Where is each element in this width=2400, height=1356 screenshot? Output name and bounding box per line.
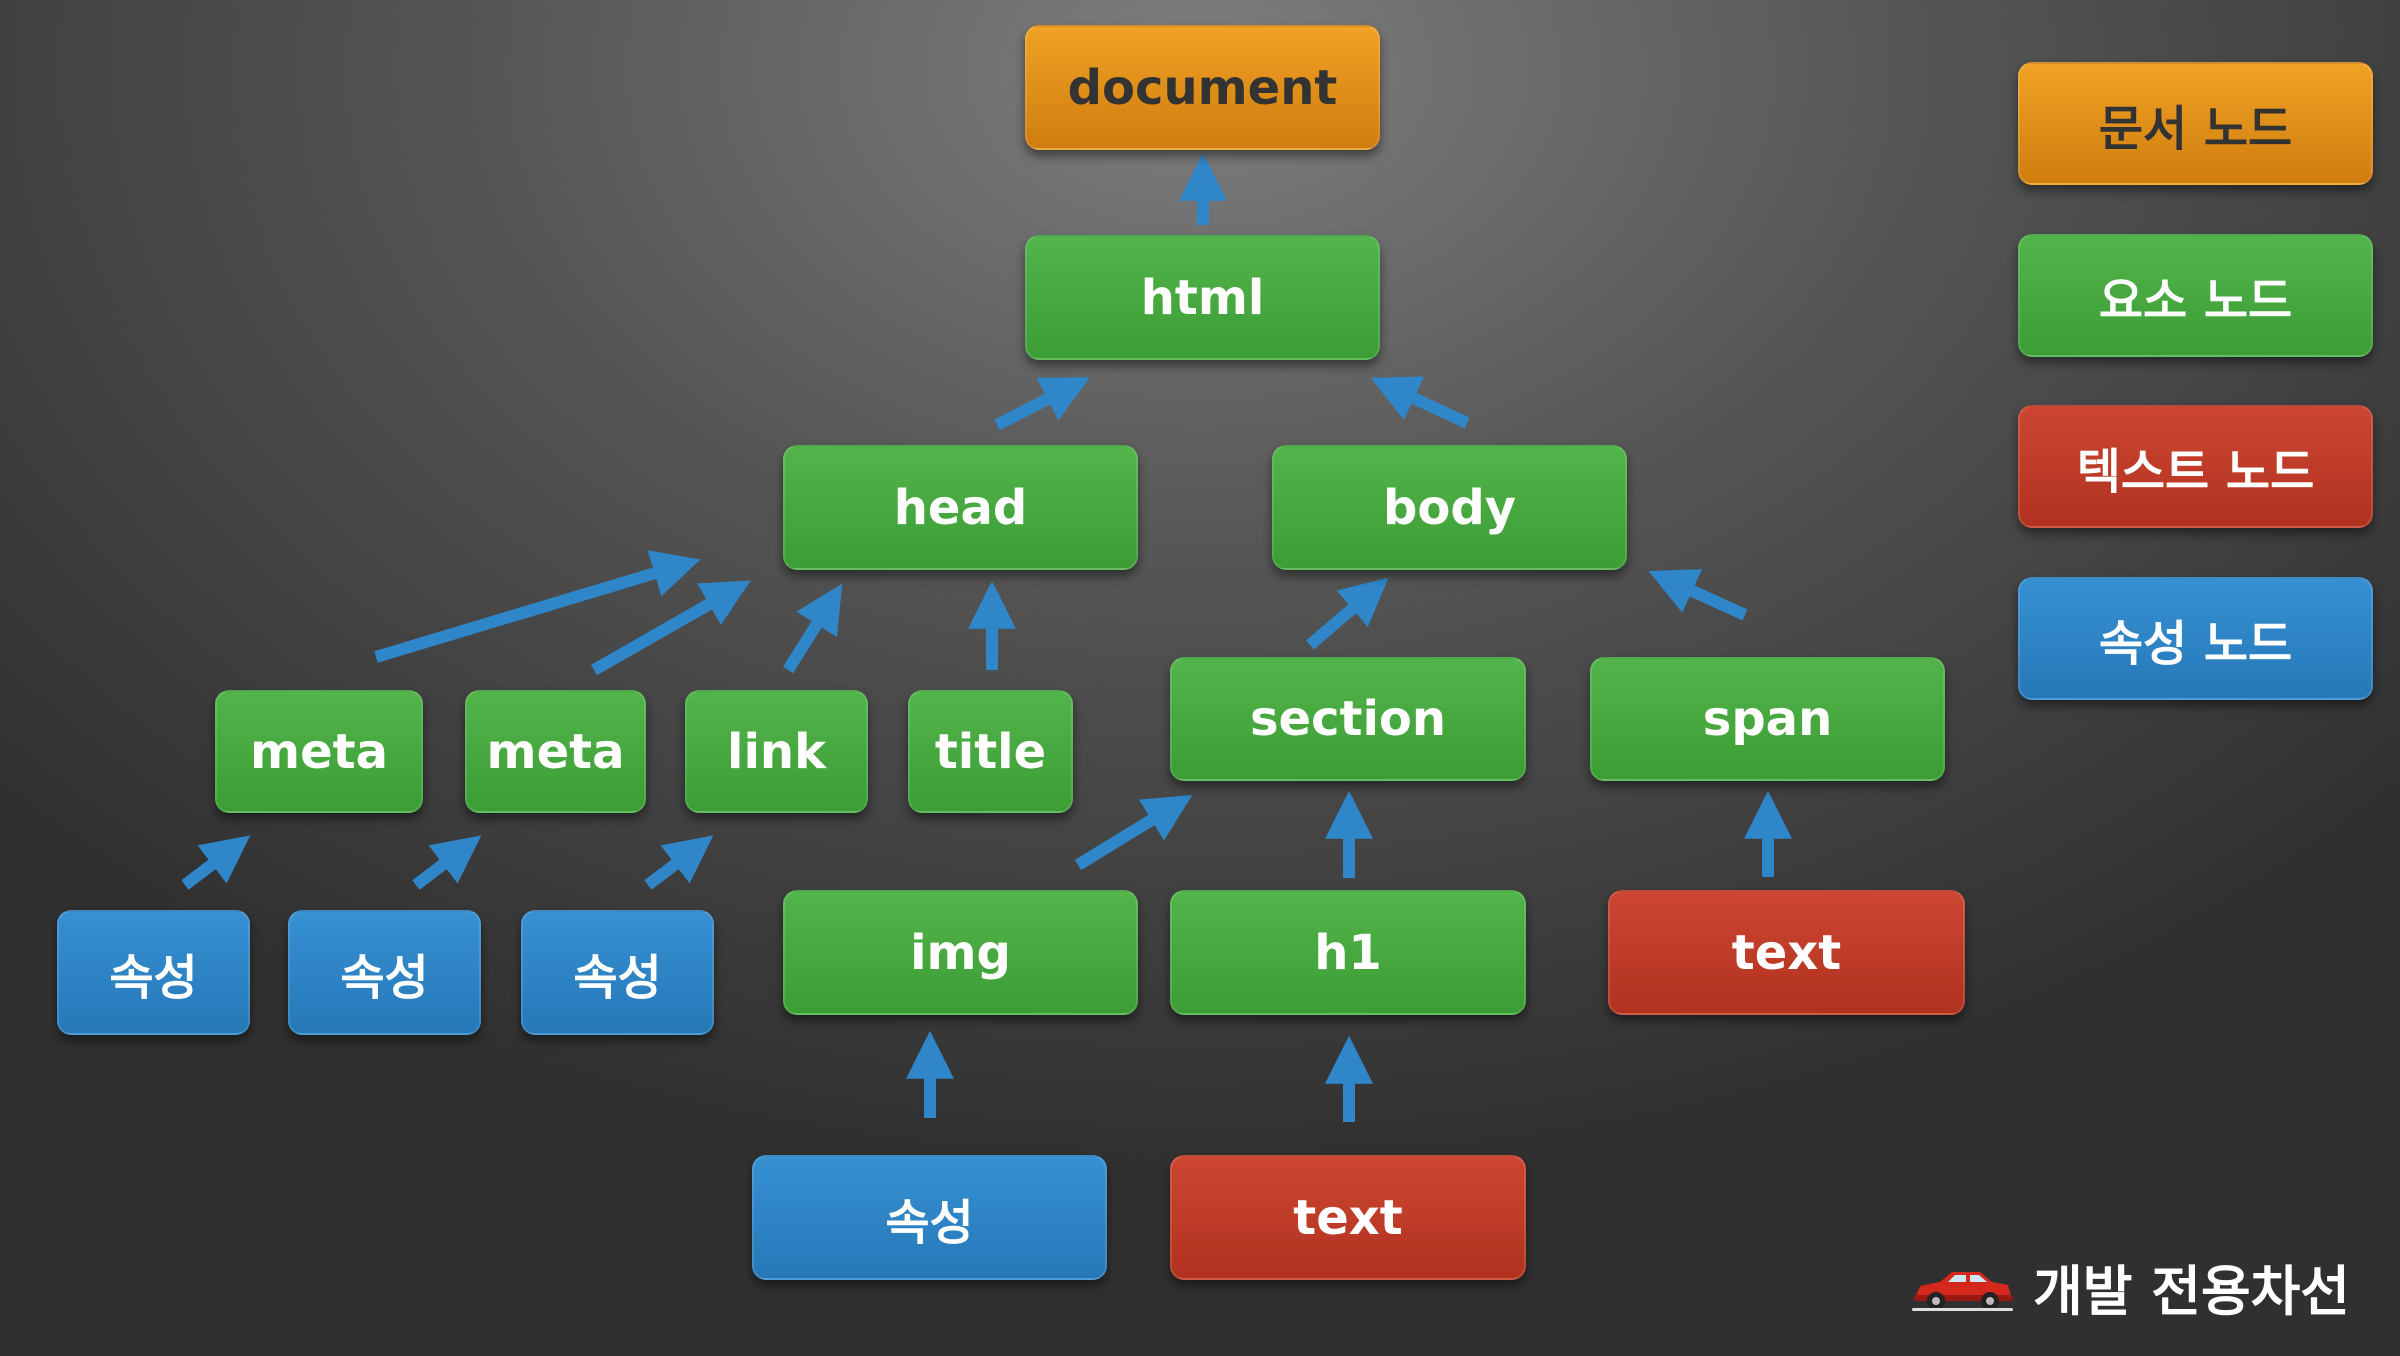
arrow-img-to-section [1074,794,1193,871]
arrow-link-to-head [782,583,843,674]
text-node-span: text [1608,890,1965,1015]
text-node-h1: text [1170,1155,1526,1280]
attribute-node-3: 속성 [521,910,714,1035]
html-node: html [1025,235,1380,360]
brand-logo: 개발 전용차선 [1910,1247,2350,1326]
red-car-icon [1912,1271,2014,1311]
arrow-attr1-to-meta1 [181,835,251,890]
arrow-body-to-html [1370,376,1470,429]
legend-text-node: 텍스트 노드 [2018,405,2373,528]
head-node: head [783,445,1138,570]
title-node: title [908,690,1073,813]
meta-node-2: meta [465,690,646,813]
span-node: span [1590,657,1945,781]
legend-attribute-node: 속성 노드 [2018,577,2373,700]
arrow-span-to-body [1648,569,1748,621]
attribute-node-img: 속성 [752,1155,1107,1280]
arrow-attr2-to-meta2 [412,835,482,890]
meta-node-1: meta [215,690,423,813]
legend-document-node: 문서 노드 [2018,62,2373,185]
arrow-meta1-to-head [374,550,701,663]
attribute-node-2: 속성 [288,910,481,1035]
document-node: document [1025,25,1380,150]
arrow-section-to-body [1306,577,1389,650]
arrow-head-to-html [994,377,1091,431]
body-node: body [1272,445,1627,570]
arrow-meta2-to-head [591,580,751,676]
attribute-node-1: 속성 [57,910,250,1035]
arrow-attr3-to-link [644,835,714,890]
legend-element-node: 요소 노드 [2018,234,2373,357]
img-node: img [783,890,1138,1015]
link-node: link [685,690,868,813]
brand-label: 개발 전용차선 [2033,1260,2350,1323]
section-node: section [1170,657,1526,781]
h1-node: h1 [1170,890,1526,1015]
